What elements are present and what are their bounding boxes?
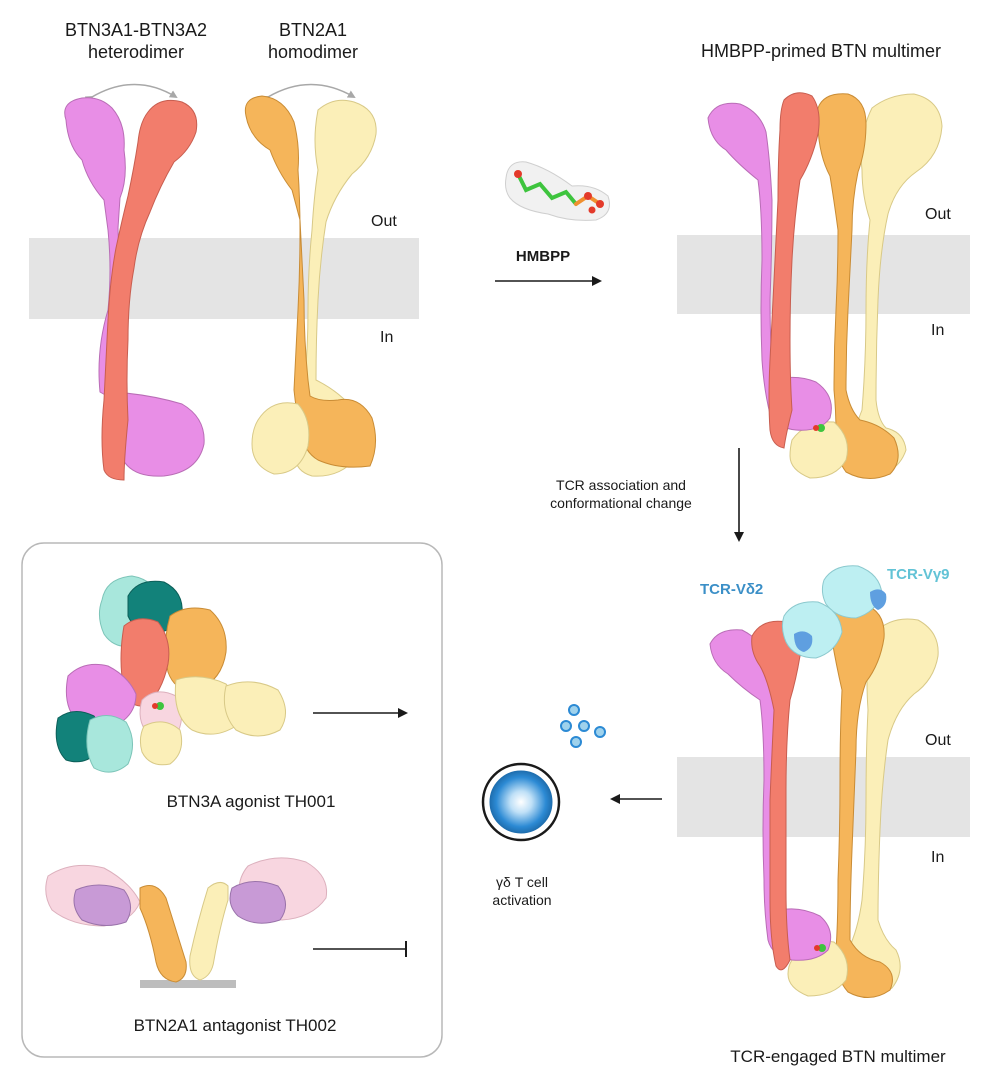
homodimer-label-line1: BTN2A1 xyxy=(278,20,348,40)
tcr-step-line2: conformational change xyxy=(550,495,692,511)
membrane-engaged xyxy=(677,757,970,837)
engaged-btn2a1-light xyxy=(844,618,939,995)
activation-label: γδ T cell activation xyxy=(492,873,551,909)
out-label-primed: Out xyxy=(925,206,951,223)
btn3a-heterodimer xyxy=(64,97,205,481)
tcr-vd2-dark-patch xyxy=(794,631,813,652)
heterodimer-label-line1: BTN3A1-BTN3A2 xyxy=(64,20,208,40)
engaged-multimer xyxy=(709,565,939,998)
th001-complex xyxy=(55,575,286,773)
btn2a1-chain-orange xyxy=(244,95,376,468)
btn2a1-homodimer xyxy=(244,95,377,477)
membrane-primed xyxy=(677,235,970,314)
out-label-left: Out xyxy=(371,213,397,230)
flex-arrow-heterodimer xyxy=(84,83,178,104)
primed-btn3a2 xyxy=(768,92,820,449)
primed-btn3a1 xyxy=(707,102,832,431)
antagonist-label: BTN2A1 antagonist TH002 xyxy=(133,1016,337,1035)
primed-btn2a1-orange xyxy=(817,93,899,479)
btn3a1-chain xyxy=(64,97,205,477)
t-cell-icon xyxy=(481,762,561,842)
heterodimer-label: BTN3A1-BTN3A2 heterodimer xyxy=(65,19,207,63)
primed-multimer xyxy=(707,92,943,479)
primed-multimer-title: HMBPP-primed BTN multimer xyxy=(700,41,942,61)
tcr-vd2-label: TCR-Vδ2 xyxy=(700,581,764,598)
tcr-step-line1: TCR association and xyxy=(556,477,686,493)
th002-complex xyxy=(45,857,328,988)
flex-arrow-homodimer xyxy=(260,83,356,104)
tcr-vg9-label: TCR-Vγ9 xyxy=(887,566,950,583)
hmbpp-label: HMBPP xyxy=(515,248,571,265)
activation-line1: γδ T cell xyxy=(496,874,548,890)
engaged-btn2a1-orange xyxy=(829,602,893,998)
in-label-engaged: In xyxy=(931,849,945,866)
engaged-btn3a2 xyxy=(751,620,801,971)
in-label-left: In xyxy=(380,329,394,346)
primed-btn2a1-light xyxy=(847,93,943,479)
membrane-left xyxy=(29,238,419,319)
primed-btn2a1-bottom-light xyxy=(789,421,848,479)
out-label-engaged: Out xyxy=(925,732,951,749)
homodimer-label: BTN2A1 homodimer xyxy=(268,19,358,63)
homodimer-label-line2: homodimer xyxy=(267,42,359,62)
agonist-label: BTN3A agonist TH001 xyxy=(166,792,336,811)
cytokine-dots-icon xyxy=(560,704,606,748)
activation-line2: activation xyxy=(492,892,552,908)
tcr-vg9-dark-patch xyxy=(870,589,887,610)
engaged-hmbpp-bound xyxy=(818,944,826,952)
hmbpp-molecule-icon xyxy=(505,161,610,221)
btn2a1-bottom-light-domain xyxy=(251,402,310,475)
engaged-multimer-title: TCR-engaged BTN multimer xyxy=(730,1047,946,1066)
heterodimer-label-line2: heterodimer xyxy=(87,42,185,62)
btn3a2-chain xyxy=(101,99,198,481)
tcr-vg9-domain xyxy=(821,565,883,619)
in-label-primed: In xyxy=(931,322,945,339)
tcr-step-label: TCR association and conformational chang… xyxy=(550,476,692,512)
primed-hmbpp-bound xyxy=(817,424,825,432)
